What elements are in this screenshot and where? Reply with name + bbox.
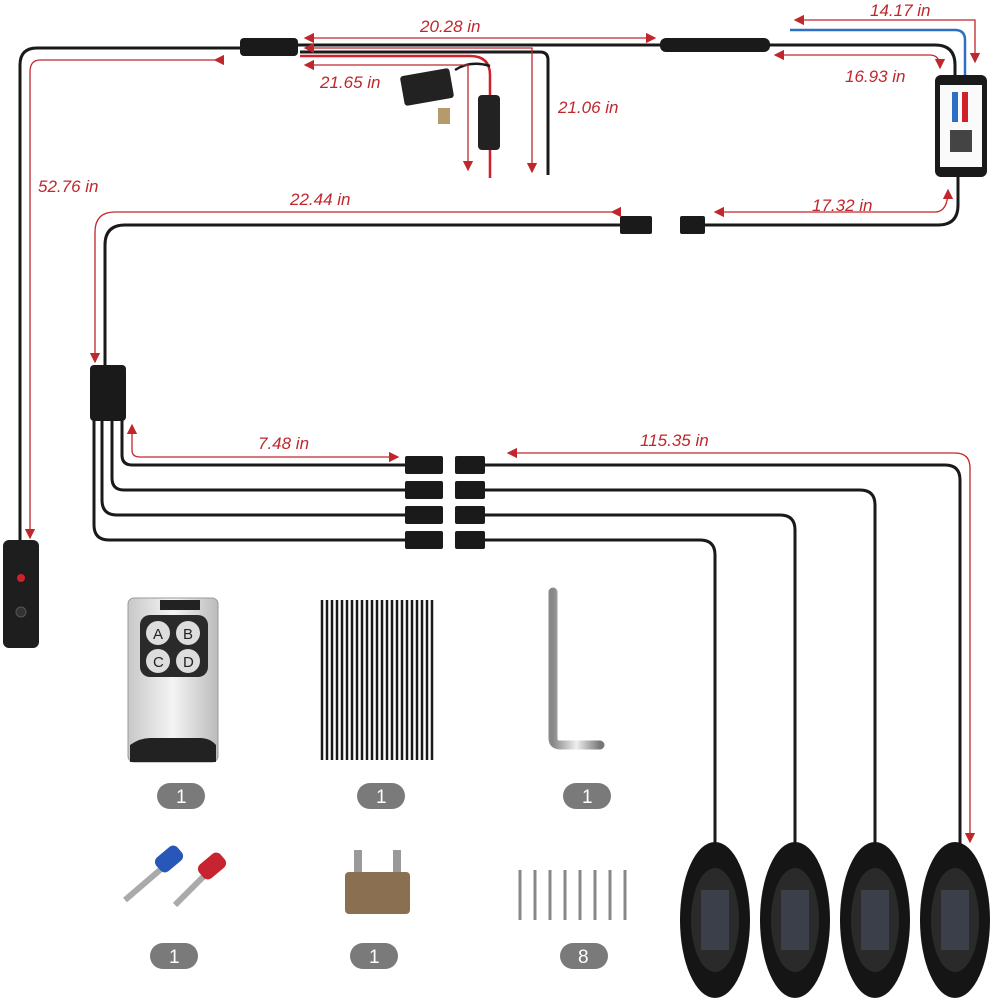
controller-out-wire <box>705 175 960 227</box>
dim-splitter-leads: 7.48 in <box>258 434 309 453</box>
dimension-lines <box>24 14 981 844</box>
fuse-holder <box>400 68 500 150</box>
qty-terminals: 1 <box>169 947 180 968</box>
pod-lead-2 <box>485 513 797 850</box>
pod-lead-3 <box>485 488 877 850</box>
quantity-badges <box>150 783 611 969</box>
screws <box>518 870 627 920</box>
inline-connector-mid <box>660 38 770 52</box>
lead-connectors <box>405 456 485 549</box>
dim-controller-input: 16.93 in <box>845 67 906 86</box>
splitter-hub <box>90 365 126 421</box>
spade-terminals <box>123 845 227 908</box>
controller-box <box>935 75 987 177</box>
dim-top-right-blue: 14.17 in <box>870 1 931 20</box>
splitter-lead-4 <box>92 420 405 542</box>
rocker-switch <box>3 540 39 648</box>
inline-connector-left <box>240 38 298 56</box>
dim-switch-lead: 52.76 in <box>38 177 99 196</box>
splitter-in-wire <box>103 223 620 370</box>
remote-control: A B C D <box>127 597 219 763</box>
dim-top-main: 20.28 in <box>419 17 481 36</box>
qty-allen-key: 1 <box>582 787 593 808</box>
remote-button-c: C <box>153 654 164 671</box>
qty-remote: 1 <box>176 787 187 808</box>
zip-ties <box>320 600 434 760</box>
allen-key <box>548 587 605 750</box>
dim-controller-output: 17.32 in <box>812 196 873 215</box>
qty-fuse: 1 <box>369 947 380 968</box>
remote-button-d: D <box>183 654 194 671</box>
qty-zip-ties: 1 <box>376 787 387 808</box>
splitter-lead-3 <box>100 420 405 517</box>
dim-fuse-positive: 21.65 in <box>319 73 381 92</box>
dim-pod-leads: 115.35 in <box>640 431 709 450</box>
switch-wire <box>18 46 245 540</box>
dim-controller-to-splitter: 22.44 in <box>289 190 351 209</box>
fuse-negative-wire <box>300 50 550 175</box>
dim-fuse-negative: 21.06 in <box>557 98 619 117</box>
remote-button-a: A <box>153 626 163 643</box>
qty-screws: 8 <box>578 947 589 968</box>
remote-button-b: B <box>183 626 193 643</box>
splitter-lead-2 <box>110 420 405 492</box>
rock-light-pods <box>680 842 990 998</box>
controller-output-connectors <box>620 216 705 234</box>
blade-fuse <box>345 850 410 914</box>
